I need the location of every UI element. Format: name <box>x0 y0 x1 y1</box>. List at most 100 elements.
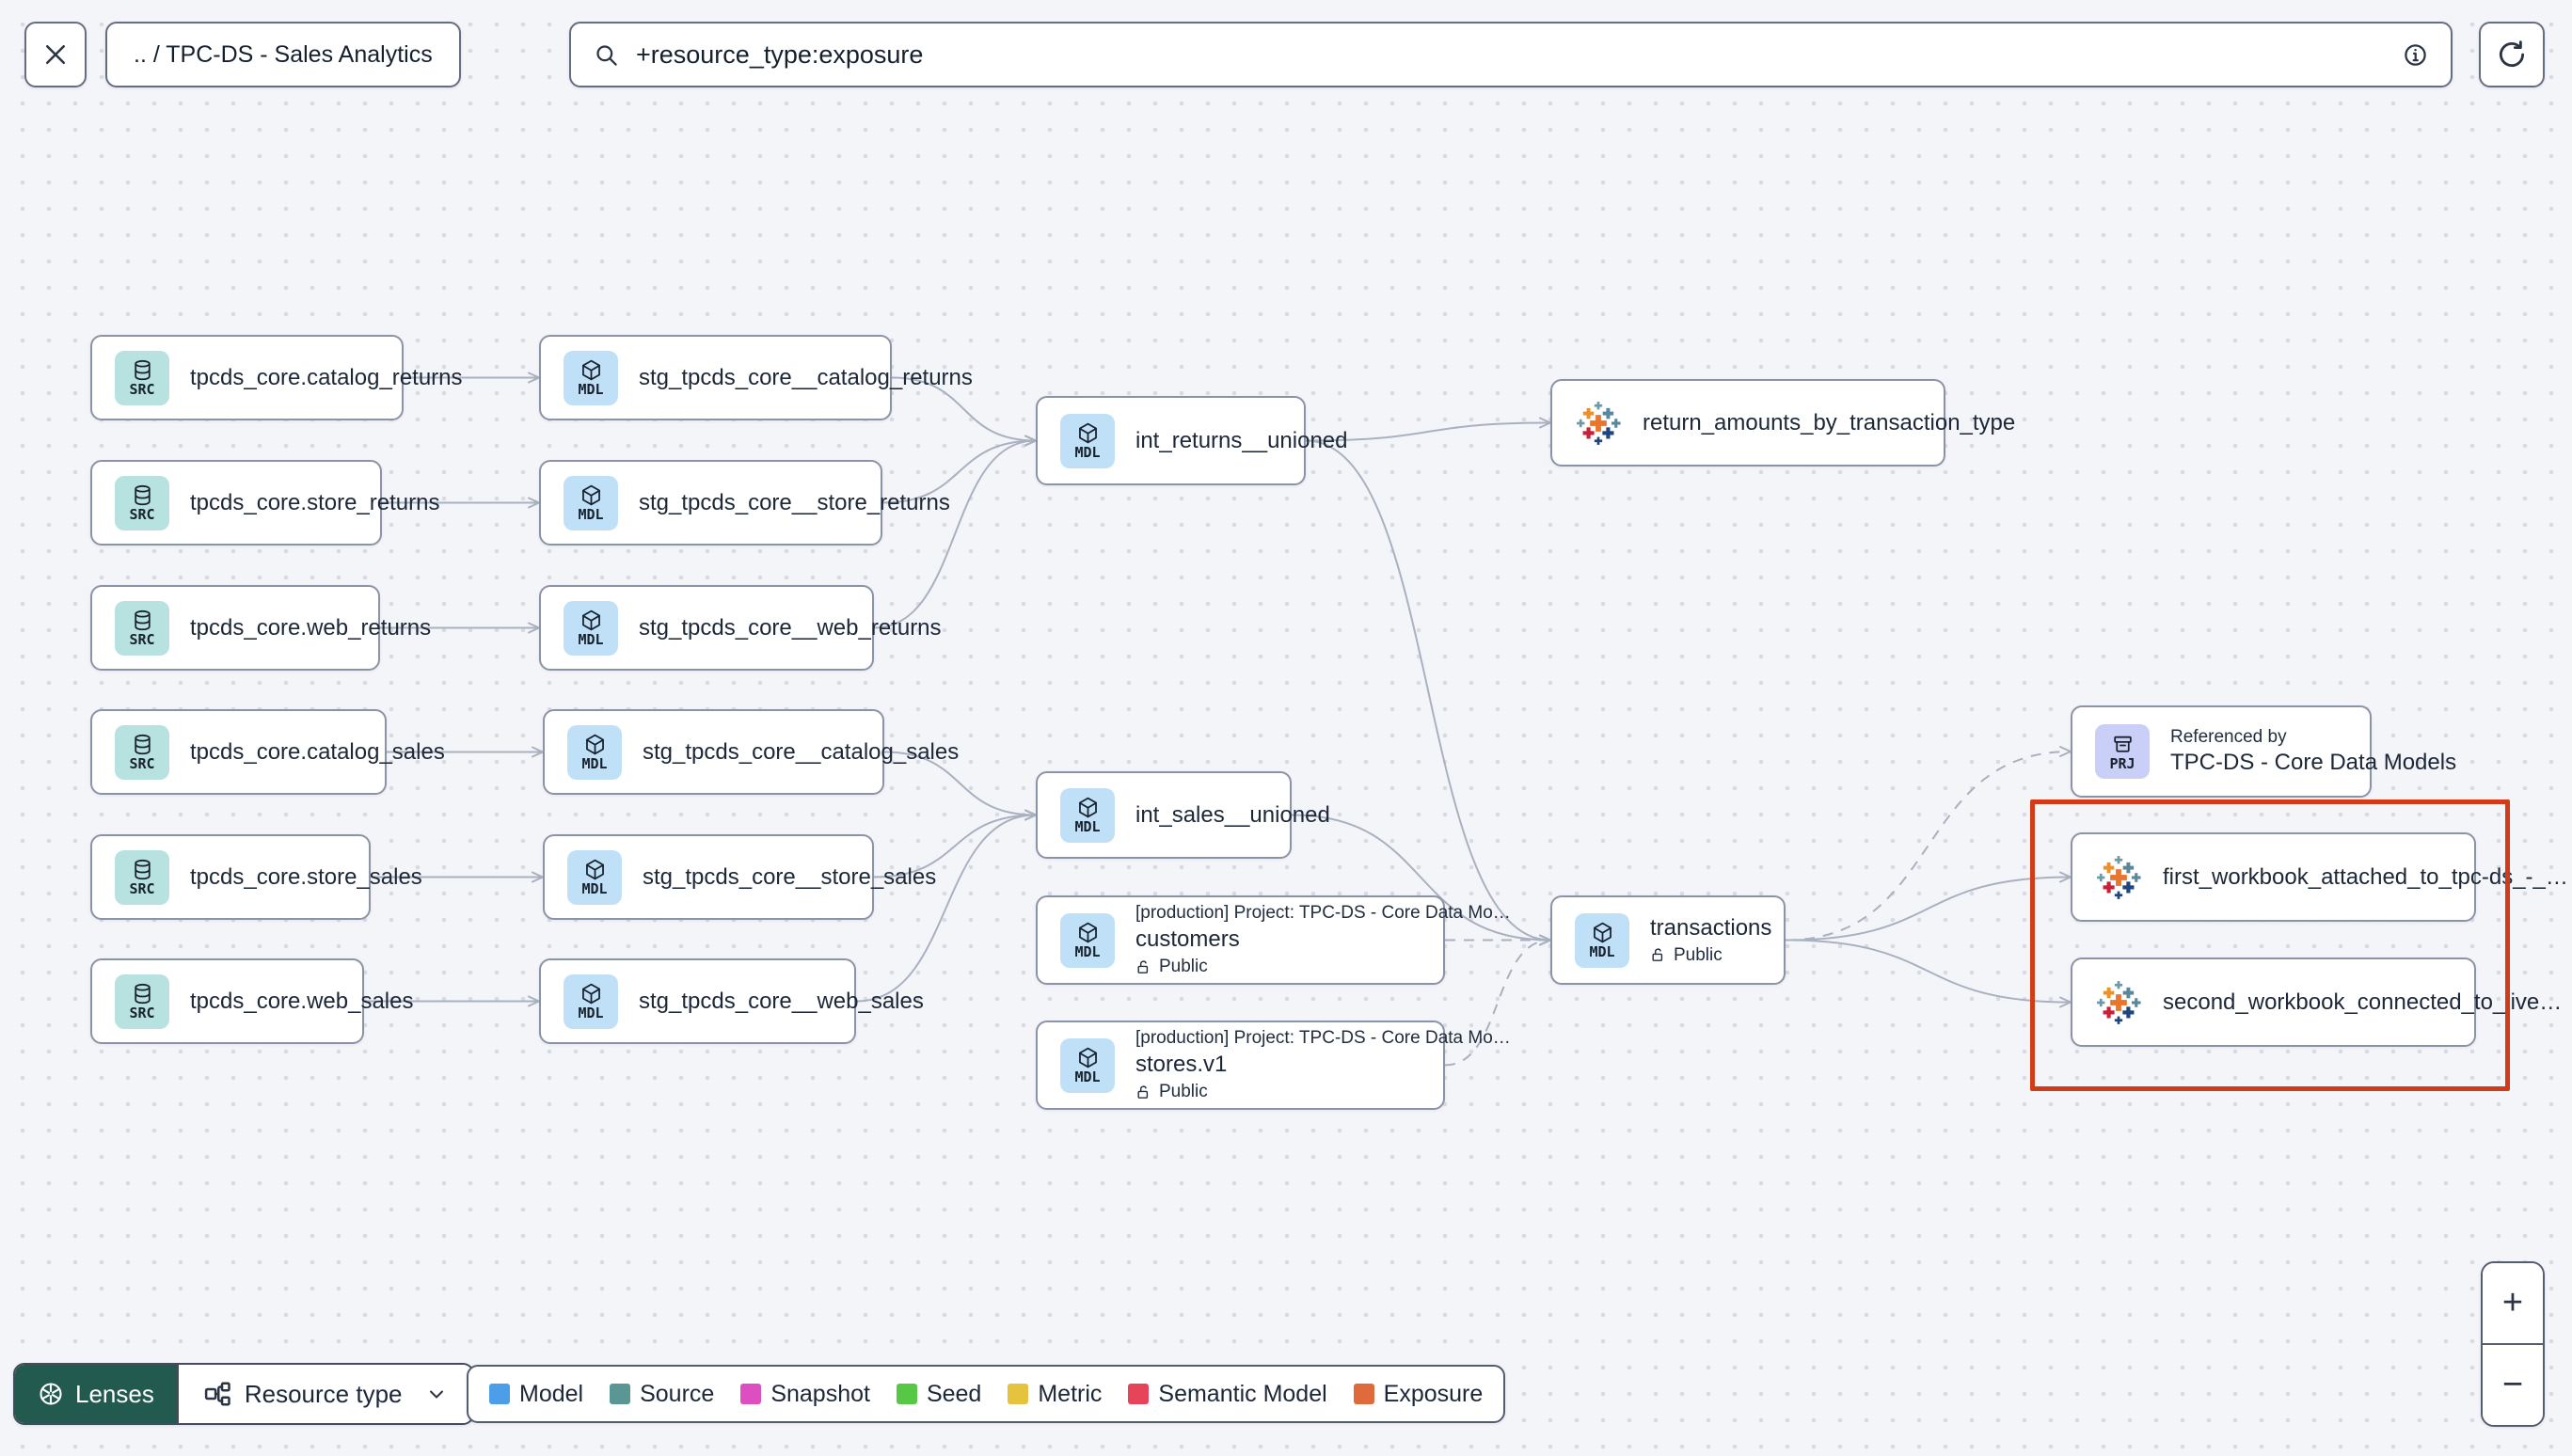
node-src_web_returns[interactable]: SRC tpcds_core.web_returns <box>90 585 432 671</box>
node-type-label: MDL <box>1074 943 1101 960</box>
node-type-badge: MDL <box>567 724 622 780</box>
node-int_returns_unioned[interactable]: MDL int_returns__unioned <box>1036 396 1348 485</box>
search-input[interactable] <box>636 40 2386 70</box>
node-type-icon <box>131 858 154 881</box>
node-type-label: SRC <box>129 631 155 648</box>
node-label: stg_tpcds_core__store_sales <box>643 863 937 890</box>
node-type-label: MDL <box>578 506 604 523</box>
legend-label: Exposure <box>1383 1380 1484 1407</box>
node-label: tpcds_core.web_returns <box>190 614 432 641</box>
node-type-label: MDL <box>578 1005 604 1021</box>
node-stg_web_sales[interactable]: MDL stg_tpcds_core__web_sales <box>539 958 924 1044</box>
node-text: int_sales__unioned <box>1135 801 1330 830</box>
node-label: tpcds_core.catalog_returns <box>190 364 463 390</box>
node-text: return_amounts_by_transaction_type <box>1643 409 2016 437</box>
node-type-badge: MDL <box>1060 413 1115 468</box>
node-src_store_returns[interactable]: SRC tpcds_core.store_returns <box>90 460 439 546</box>
node-type-label: MDL <box>578 631 604 648</box>
node-label: tpcds_core.web_sales <box>190 988 414 1014</box>
node-stg_catalog_sales[interactable]: MDL stg_tpcds_core__catalog_sales <box>543 709 960 795</box>
node-second_workbook[interactable]: second_workbook_connected_to_live… <box>2071 957 2563 1047</box>
node-text: [production] Project: TPC-DS - Core Data… <box>1135 1027 1511 1103</box>
node-int_sales_unioned[interactable]: MDL int_sales__unioned <box>1036 771 1330 859</box>
node-label: second_workbook_connected_to_live… <box>2163 989 2563 1015</box>
node-label: stg_tpcds_core__catalog_returns <box>639 364 973 390</box>
node-stg_store_returns[interactable]: MDL stg_tpcds_core__store_returns <box>539 460 950 546</box>
node-referenced-by-note: Referenced by <box>2170 726 2287 747</box>
node-access: Public <box>1650 945 1761 967</box>
node-src_store_sales[interactable]: SRC tpcds_core.store_sales <box>90 834 422 920</box>
node-first_workbook[interactable]: first_workbook_attached_to_tpc-ds_-_… <box>2071 832 2568 922</box>
node-type-badge: MDL <box>1575 912 1629 968</box>
info-icon[interactable] <box>2403 42 2428 68</box>
node-text: first_workbook_attached_to_tpc-ds_-_… <box>2163 863 2568 892</box>
node-type-label: SRC <box>129 880 155 897</box>
legend-color-swatch <box>1353 1384 1374 1404</box>
node-src_catalog_sales[interactable]: SRC tpcds_core.catalog_sales <box>90 709 445 795</box>
node-label: return_amounts_by_transaction_type <box>1643 409 2016 435</box>
node-customers[interactable]: MDL [production] Project: TPC-DS - Core … <box>1036 895 1511 985</box>
edge-stg_store_returns-to-int_returns_unioned <box>881 435 1037 504</box>
legend-item-model: Model <box>489 1381 583 1408</box>
close-button[interactable] <box>24 22 87 87</box>
legend-item-source: Source <box>610 1381 714 1408</box>
breadcrumb[interactable]: .. / TPC-DS - Sales Analytics <box>105 22 461 87</box>
node-type-label: MDL <box>1074 1068 1101 1085</box>
open-lock-icon <box>1650 947 1666 963</box>
search-bar[interactable] <box>569 22 2453 87</box>
node-text: tpcds_core.store_sales <box>190 863 422 892</box>
lenses-button[interactable]: Lenses <box>15 1365 177 1423</box>
edge-int_returns_unioned-to-transactions <box>1305 439 1551 946</box>
node-label: stg_tpcds_core__catalog_sales <box>643 738 960 765</box>
resource-type-label: Resource type <box>244 1379 403 1408</box>
node-type-badge: SRC <box>115 849 169 905</box>
node-stg_store_sales[interactable]: MDL stg_tpcds_core__store_sales <box>543 834 937 920</box>
node-type-icon <box>131 733 154 756</box>
edge-int_sales_unioned-to-transactions <box>1291 814 1551 946</box>
node-label: stg_tpcds_core__web_returns <box>639 614 942 641</box>
legend-label: Source <box>640 1380 715 1407</box>
node-label: stg_tpcds_core__store_returns <box>639 489 950 515</box>
zoom-in-button[interactable]: + <box>2483 1263 2543 1345</box>
legend-label: Model <box>519 1380 584 1407</box>
edge-stg_catalog_sales-to-int_sales_unioned <box>883 751 1037 821</box>
node-referenced_by_project[interactable]: PRJ Referenced by TPC-DS - Core Data Mod… <box>2071 705 2457 798</box>
node-src_catalog_returns[interactable]: SRC tpcds_core.catalog_returns <box>90 335 463 420</box>
node-label: int_returns__unioned <box>1135 427 1348 453</box>
node-type-icon <box>583 733 607 756</box>
node-stores_v1[interactable]: MDL [production] Project: TPC-DS - Core … <box>1036 1021 1511 1110</box>
node-text: [production] Project: TPC-DS - Core Data… <box>1135 902 1511 977</box>
node-type-icon <box>131 982 154 1005</box>
resource-type-dropdown[interactable]: Resource type <box>176 1365 472 1423</box>
node-type-badge: MDL <box>1060 787 1115 843</box>
node-type-icon <box>131 609 154 632</box>
node-type-label: SRC <box>129 755 155 772</box>
node-label: TPC-DS - Core Data Models <box>2170 750 2457 776</box>
node-type-badge: SRC <box>115 475 169 530</box>
node-type-badge: SRC <box>115 350 169 405</box>
edge-stg_web_returns-to-int_returns_unioned <box>873 435 1037 629</box>
zoom-out-button[interactable]: − <box>2483 1345 2543 1425</box>
node-transactions[interactable]: MDL transactions Public <box>1550 895 1786 985</box>
node-type-label: SRC <box>129 506 155 523</box>
node-type-icon <box>1076 921 1100 944</box>
node-return_amounts_by_transaction_type[interactable]: return_amounts_by_transaction_type <box>1550 379 2016 467</box>
legend-color-swatch <box>489 1384 510 1404</box>
node-label: first_workbook_attached_to_tpc-ds_-_… <box>2163 863 2568 890</box>
legend-label: Metric <box>1038 1380 1103 1407</box>
node-stg_web_returns[interactable]: MDL stg_tpcds_core__web_returns <box>539 585 942 671</box>
refresh-button[interactable] <box>2479 22 2545 87</box>
node-label: stores.v1 <box>1135 1051 1228 1077</box>
node-access: Public <box>1135 1082 1421 1103</box>
node-type-badge: MDL <box>1060 912 1115 968</box>
node-stg_catalog_returns[interactable]: MDL stg_tpcds_core__catalog_returns <box>539 335 973 420</box>
node-type-label: MDL <box>1074 444 1101 461</box>
lens-control-group: Lenses Resource type <box>13 1363 474 1425</box>
node-src_web_sales[interactable]: SRC tpcds_core.web_sales <box>90 958 414 1044</box>
node-text: stg_tpcds_core__web_sales <box>639 988 924 1016</box>
node-type-badge: MDL <box>567 849 622 905</box>
node-type-badge: MDL <box>564 973 618 1029</box>
node-type-label: MDL <box>581 880 608 897</box>
